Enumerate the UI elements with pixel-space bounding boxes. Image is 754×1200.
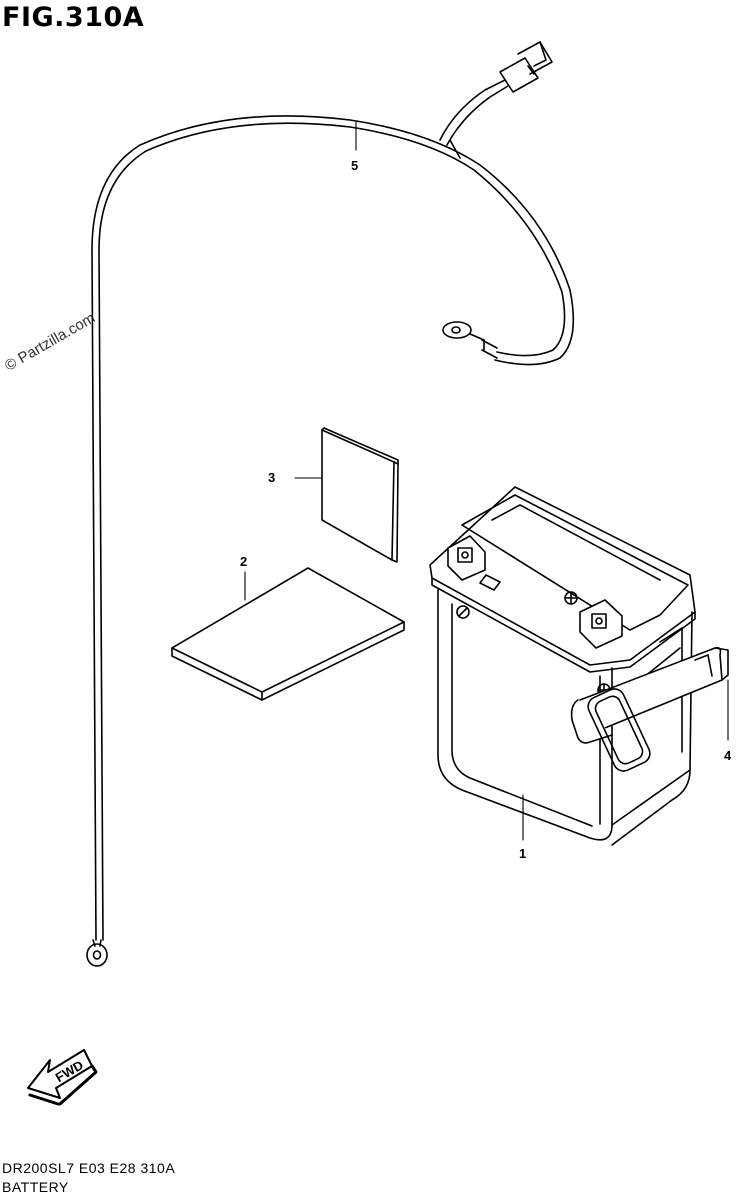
battery-cable-part [86,41,575,967]
model-code: DR200SL7 E03 E28 310A [2,1160,176,1176]
figure-title: FIG.310A [2,2,145,33]
battery-band-part [570,646,729,772]
callout-1: 1 [519,846,527,861]
battery-part [429,486,696,846]
fwd-arrow [27,1049,98,1106]
section-name: BATTERY [2,1179,69,1195]
callout-5: 5 [351,158,359,173]
label-part [294,427,399,563]
callout-2: 2 [240,554,248,569]
manual-part [171,567,405,701]
callout-4: 4 [724,748,732,763]
callout-3: 3 [268,470,276,485]
